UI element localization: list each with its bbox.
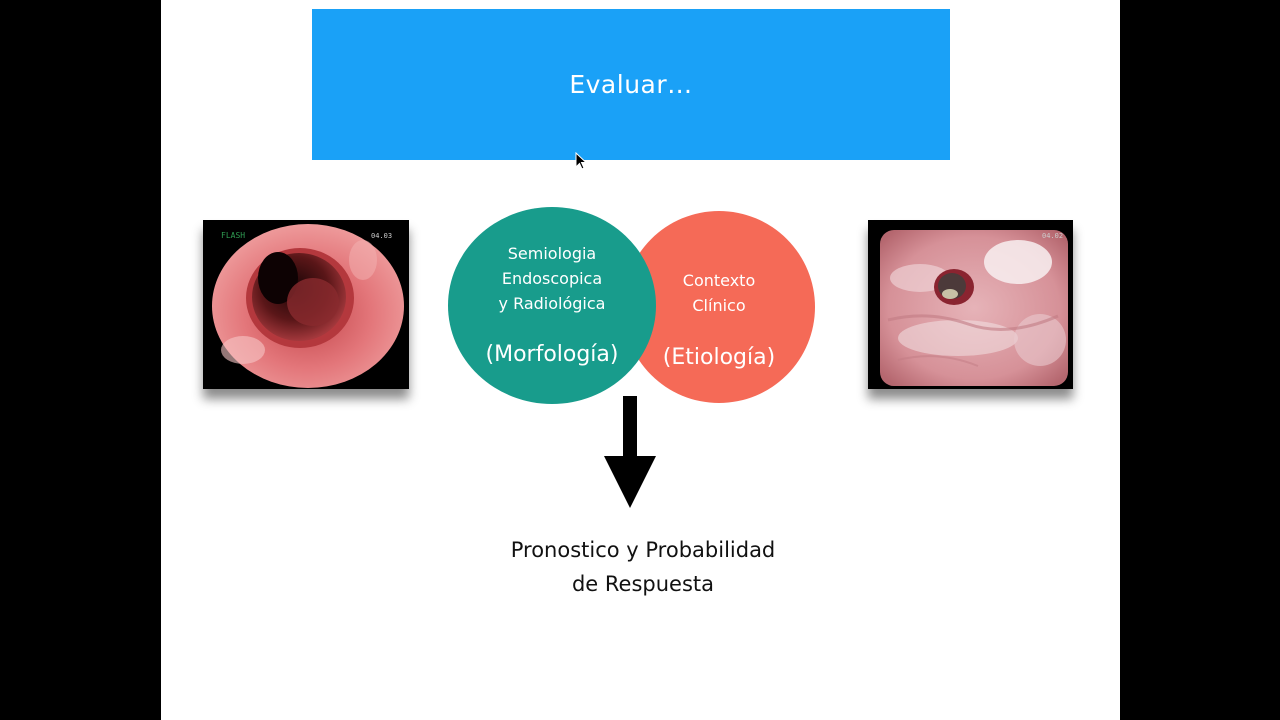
slide-title: Evaluar… <box>569 70 693 99</box>
endoscopy-image-left: FLASH 04.03 <box>203 220 409 389</box>
slide: Evaluar… F <box>161 0 1120 720</box>
morphology-sub: (Morfología) <box>485 342 619 367</box>
svg-text:04.03: 04.03 <box>371 232 392 240</box>
mouse-cursor-icon <box>575 151 588 174</box>
morphology-circle: Semiologia Endoscopica y Radiológica (Mo… <box>448 207 656 404</box>
result-line: de Respuesta <box>571 572 715 596</box>
morphology-line: Semiologia <box>507 244 597 263</box>
morphology-line: Endoscopica <box>501 269 603 288</box>
morphology-line: y Radiológica <box>498 294 606 313</box>
result-text: Pronostico y Probabilidad de Respuesta <box>463 533 823 601</box>
result-line: Pronostico y Probabilidad <box>510 538 776 562</box>
morphology-label: Semiologia Endoscopica y Radiológica <box>448 241 656 316</box>
etiology-label: Contexto Clínico <box>623 268 815 318</box>
etiology-line: Clínico <box>692 296 746 315</box>
svg-text:04.02: 04.02 <box>1042 232 1063 240</box>
endoscopy-image-right: 04.02 <box>868 220 1073 389</box>
etiology-line: Contexto <box>682 271 756 290</box>
title-box: Evaluar… <box>312 9 950 160</box>
svg-text:FLASH: FLASH <box>221 231 245 240</box>
down-arrow-icon <box>603 394 657 514</box>
etiology-sub: (Etiología) <box>662 345 776 370</box>
